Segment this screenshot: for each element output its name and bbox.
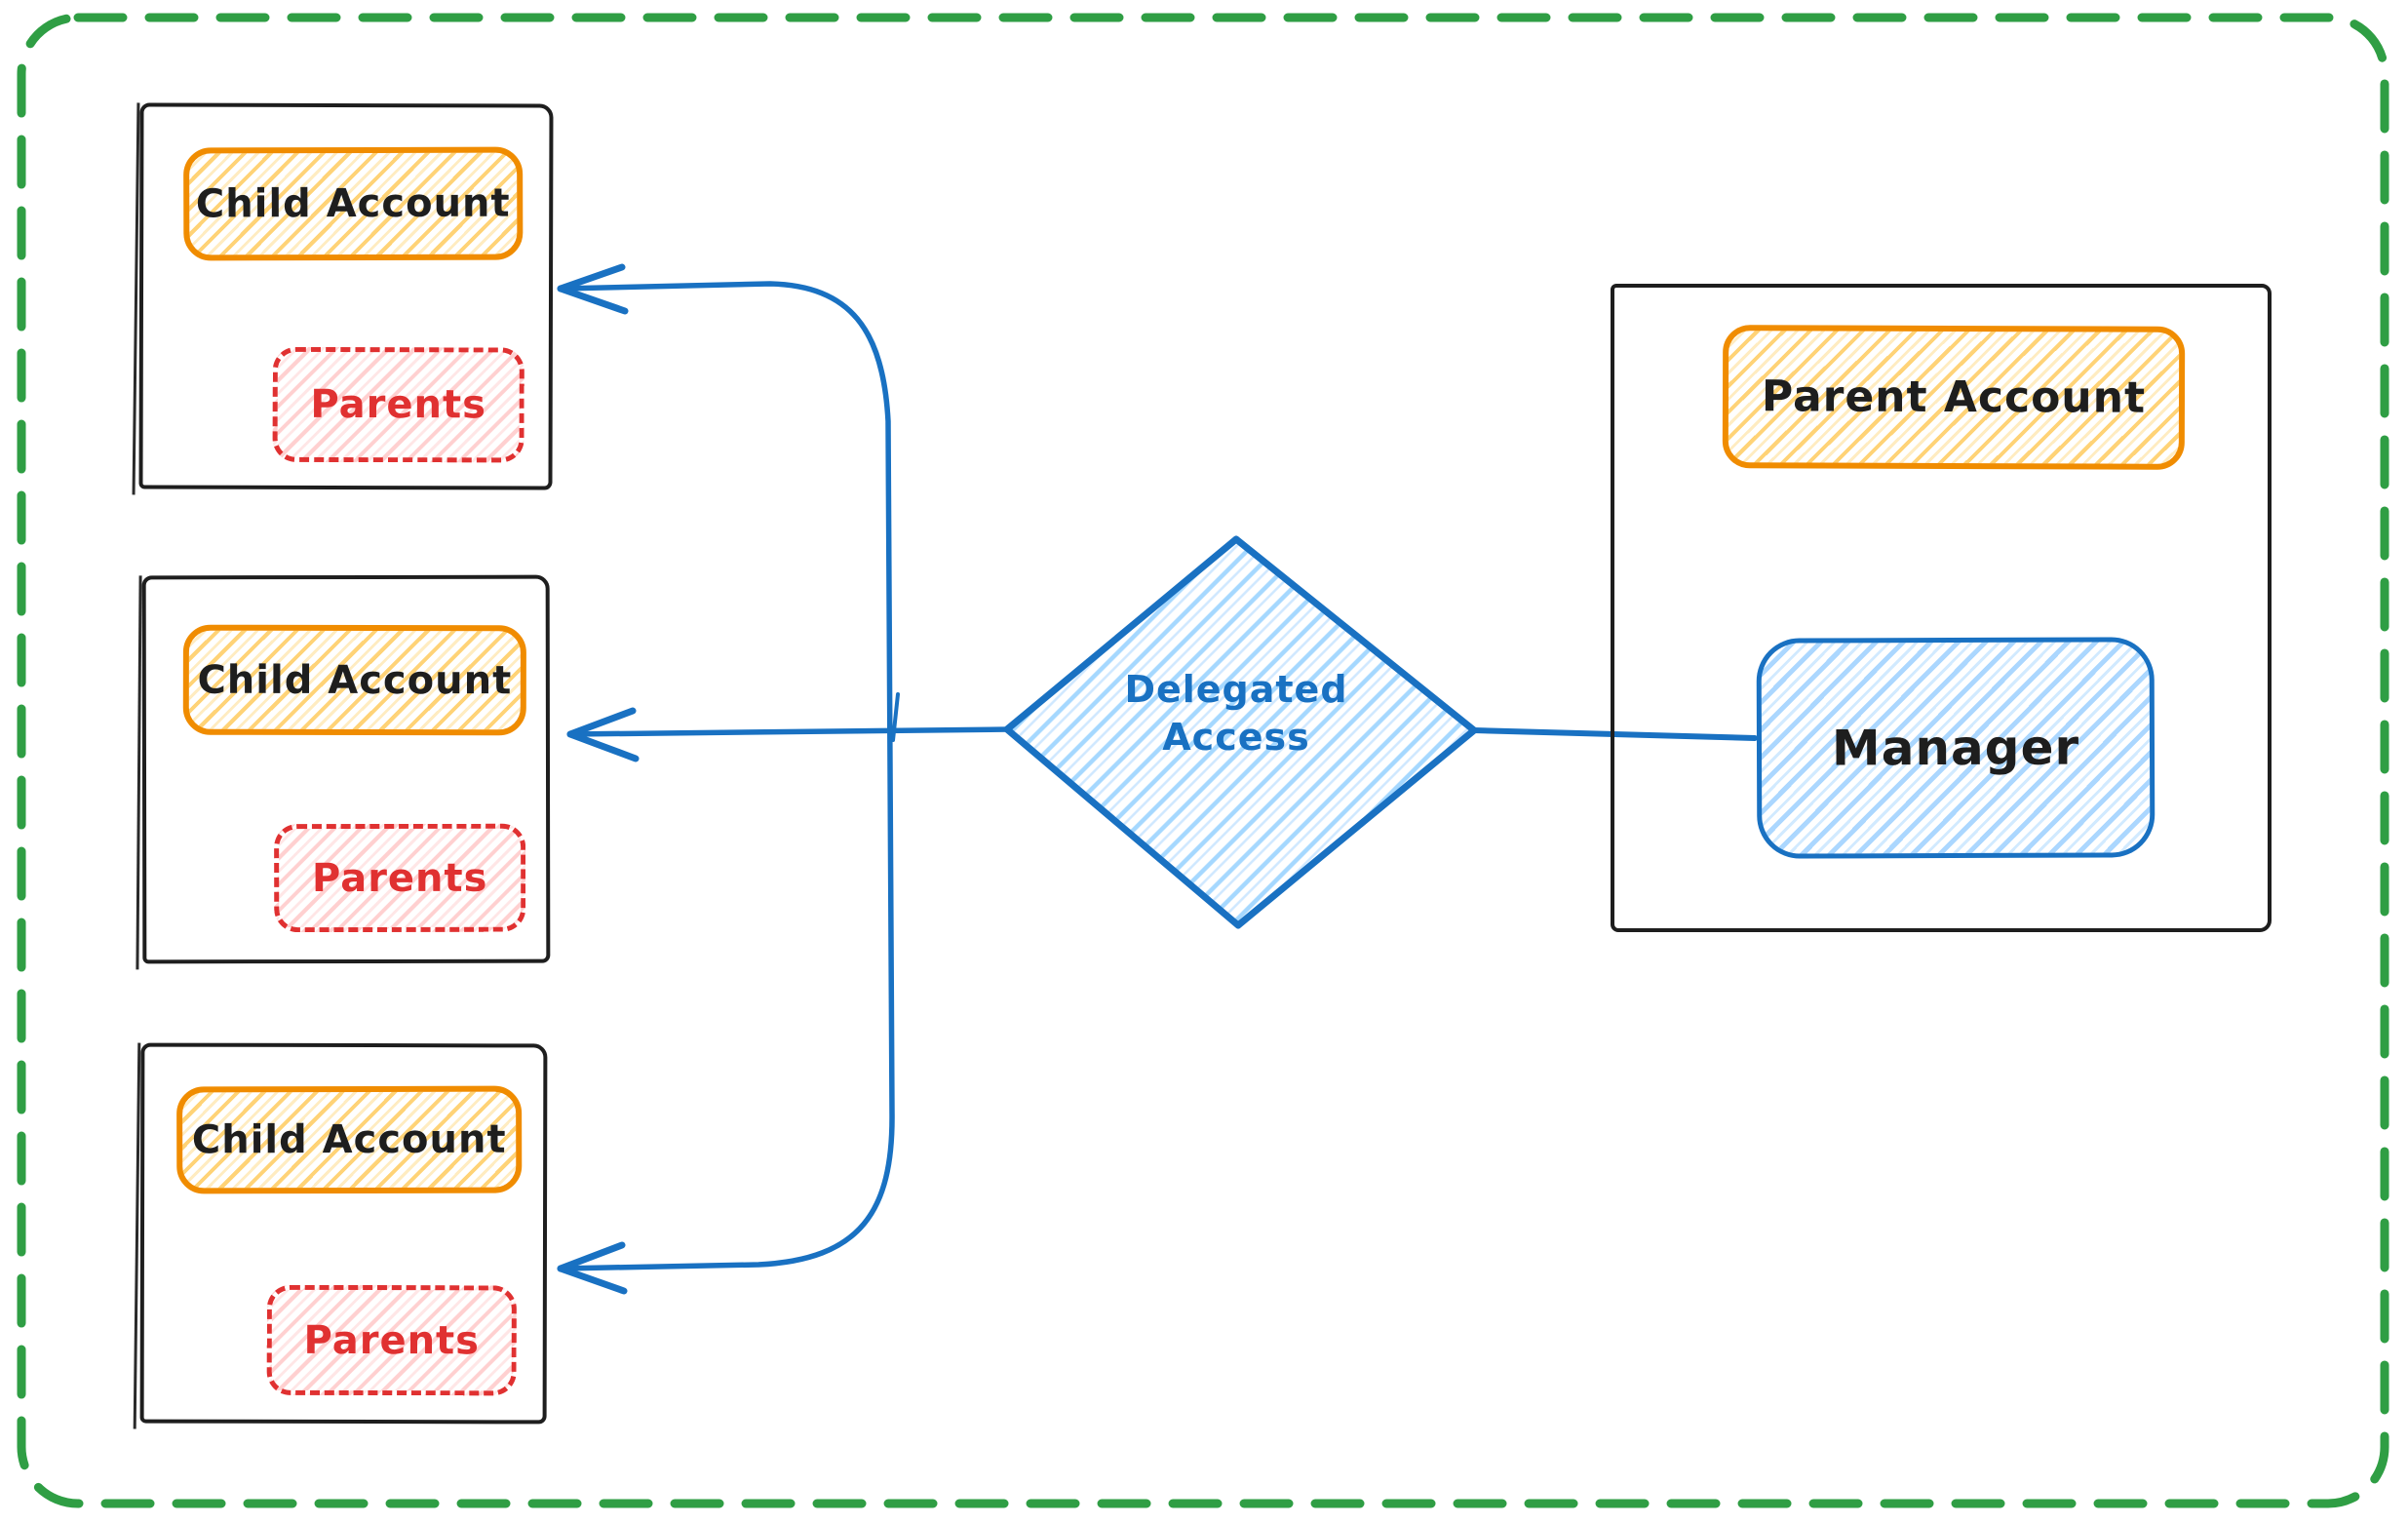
parents-title: Parents	[310, 381, 487, 428]
parents-label-3[interactable]: Parents	[266, 1284, 517, 1396]
arrow-to-middle-child[interactable]	[566, 692, 1013, 762]
child-account-box-1[interactable]: Child Account Parents	[138, 102, 554, 490]
child-account-label-3[interactable]: Child Account	[176, 1085, 523, 1194]
child-account-label-2[interactable]: Child Account	[182, 624, 526, 736]
manager-node[interactable]: Manager	[1756, 637, 2156, 859]
crossing-tick	[891, 692, 900, 742]
arrow-to-children-curve[interactable]	[557, 263, 895, 1295]
parents-title: Parents	[303, 1317, 481, 1363]
child-account-box-2[interactable]: Child Account Parents	[141, 574, 551, 964]
parents-label-2[interactable]: Parents	[274, 823, 526, 933]
child-account-title: Child Account	[191, 1116, 507, 1163]
child-account-title: Child Account	[195, 180, 511, 227]
delegated-access-label: Delegated Access	[1065, 666, 1408, 762]
parents-title: Parents	[311, 855, 488, 901]
delegated-access-line2: Access	[1162, 716, 1310, 760]
child-account-label-1[interactable]: Child Account	[183, 146, 524, 261]
parent-account-box[interactable]: Parent Account Manager	[1611, 284, 2272, 932]
child-account-box-3[interactable]: Child Account Parents	[139, 1042, 548, 1425]
parents-label-1[interactable]: Parents	[272, 346, 524, 463]
manager-title: Manager	[1831, 719, 2080, 777]
parent-account-label[interactable]: Parent Account	[1722, 325, 2186, 470]
parent-account-title: Parent Account	[1761, 371, 2147, 423]
child-account-title: Child Account	[197, 657, 513, 703]
delegated-access-line1: Delegated	[1124, 668, 1348, 711]
